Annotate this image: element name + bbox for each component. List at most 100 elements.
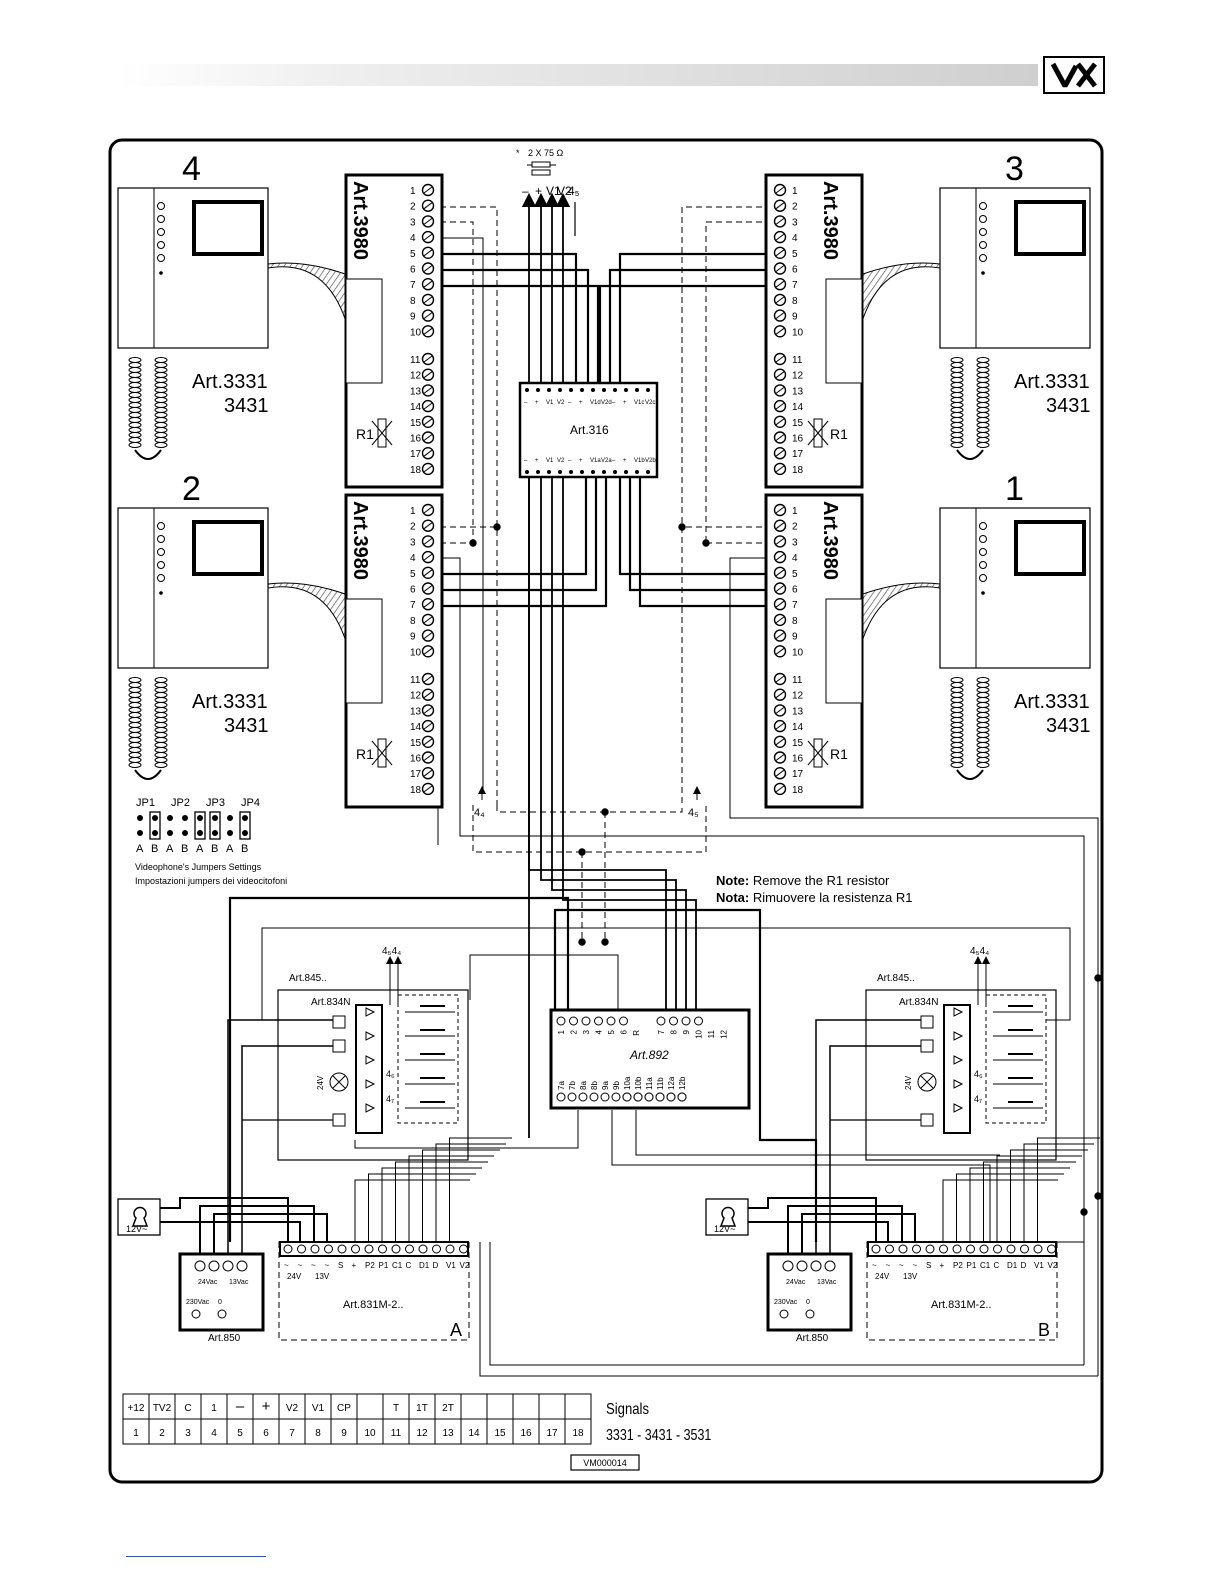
note-en: Note: Remove the R1 resistor — [716, 873, 890, 888]
handset-cord — [128, 357, 142, 363]
terminal-label: P2 — [953, 1261, 963, 1270]
table-cell — [486, 1393, 514, 1420]
handset-cord — [950, 402, 964, 408]
pin-label: – — [612, 458, 616, 464]
pin-label: – — [568, 400, 572, 406]
screw-terminal — [1020, 1244, 1029, 1254]
handset-cord — [128, 682, 142, 688]
wire — [618, 472, 780, 576]
diode — [953, 1031, 964, 1041]
terminal-block — [332, 1015, 346, 1029]
screw-terminal — [1047, 1244, 1056, 1254]
power-label: 13Vac — [817, 1279, 837, 1286]
wire — [228, 896, 570, 1242]
screw-slot — [775, 296, 785, 304]
handset-cord — [976, 402, 990, 408]
terminal-block — [920, 1015, 934, 1029]
handset-cord — [950, 437, 964, 443]
terminal-number: 2 — [410, 522, 416, 533]
resistor-label: R1 — [830, 426, 848, 442]
connector-card — [345, 598, 383, 704]
terminal-number: 7 — [410, 600, 416, 611]
table-cell-text: 2T — [442, 1403, 454, 1414]
handset-cord — [950, 747, 964, 753]
monitor-screen — [1014, 520, 1086, 576]
monitor-screen — [1014, 200, 1086, 256]
handset-cord — [154, 687, 168, 693]
screw-terminal — [391, 1244, 401, 1254]
table-cell — [330, 1418, 358, 1445]
terminal-number: 11 — [792, 675, 803, 686]
terminal-number: 14 — [410, 402, 422, 413]
monitor-model: Art.3331 — [1014, 691, 1090, 713]
handset-cord — [154, 697, 168, 703]
resistor-cross — [807, 420, 829, 446]
pin-label: 11a — [645, 1077, 654, 1090]
handset-cord — [976, 357, 990, 363]
pin — [646, 388, 650, 392]
wire — [354, 1110, 579, 1149]
pin — [635, 470, 639, 474]
junction-dot — [469, 539, 477, 547]
junction-dot — [578, 938, 586, 946]
terminal-label: ~ — [872, 1261, 877, 1270]
pin — [602, 470, 606, 474]
terminal-number: 18 — [792, 465, 804, 476]
handset-cord — [950, 407, 964, 413]
table-cell-text: TV2 — [153, 1403, 172, 1414]
handset-cord — [128, 422, 142, 428]
terminal-label: C1 — [392, 1261, 403, 1270]
pin — [624, 388, 628, 392]
wire — [1046, 1218, 1085, 1243]
wire — [408, 1155, 494, 1242]
screw-terminal — [669, 1016, 678, 1026]
pin-label: V1b — [634, 458, 645, 464]
monitor-button — [979, 548, 987, 556]
terminal-label: V2 — [460, 1261, 470, 1270]
handset-cord — [950, 377, 964, 383]
jumper-pin — [137, 830, 143, 836]
wire — [430, 206, 498, 805]
wire — [213, 1213, 328, 1261]
screw-slot — [423, 217, 433, 225]
handset-cord — [976, 702, 990, 708]
handset-cord — [950, 702, 964, 708]
handset-cord — [950, 742, 964, 748]
voltage-label: 13V — [903, 1272, 918, 1281]
jumper-letter: A — [226, 843, 234, 855]
pin-label: V1a — [590, 458, 601, 464]
screw-slot — [423, 312, 433, 320]
screw-terminal — [656, 1016, 666, 1026]
terminal-label: ~ — [886, 1261, 891, 1270]
terminal-number: 9 — [410, 312, 416, 323]
art850-power-supply — [178, 1252, 265, 1332]
screw-terminal — [810, 1260, 822, 1272]
handset-cord — [128, 402, 142, 408]
terminal-number: 7 — [410, 280, 416, 291]
screw-terminal — [779, 1309, 789, 1319]
pin-label: 9b — [612, 1081, 621, 1090]
terminal-number: 14 — [410, 722, 422, 733]
monitor-model: 3431 — [1046, 395, 1091, 417]
screw-terminal — [445, 1244, 455, 1254]
terminal-number: 10 — [410, 647, 422, 658]
jumper-pin — [167, 815, 173, 821]
screw-slot — [423, 233, 433, 241]
handset-cord — [976, 717, 990, 723]
table-cell-text: 1 — [133, 1428, 139, 1439]
handset-cord — [128, 392, 142, 398]
monitor-button — [157, 561, 165, 569]
monitor-model: Art.3331 — [1014, 371, 1090, 393]
handset-cord — [976, 382, 990, 388]
wire — [628, 472, 780, 592]
jumper-pin — [152, 830, 158, 836]
screw-terminal — [208, 1260, 220, 1272]
terminal-number: 14 — [792, 402, 804, 413]
table-cell-text: 14 — [468, 1428, 480, 1439]
wire — [829, 1045, 921, 1261]
terminal-label: + — [940, 1261, 945, 1270]
terminal-label: D1 — [419, 1261, 430, 1270]
jumper-pin — [212, 830, 218, 836]
terminal-block — [332, 1113, 346, 1127]
